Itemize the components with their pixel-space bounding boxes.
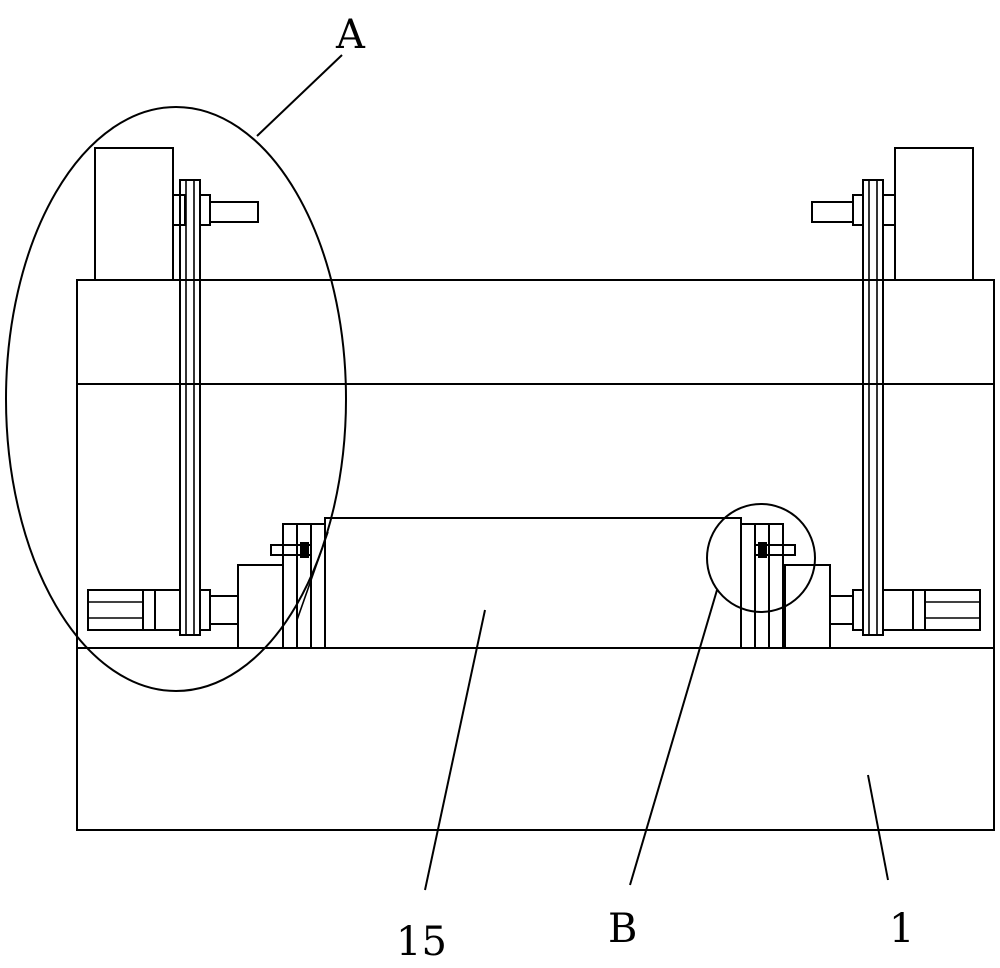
- right-top-collar: [882, 194, 896, 226]
- leader-a: [256, 54, 343, 137]
- left-bolt: [270, 544, 312, 556]
- left-top-collar: [172, 194, 186, 226]
- top-block-right: [894, 147, 974, 281]
- workpiece: [324, 517, 742, 649]
- label-15: 15: [396, 919, 447, 965]
- upper-beam: [76, 279, 995, 385]
- left-coupling-shaft: [209, 595, 239, 625]
- leader-15: [424, 609, 486, 891]
- detail-circle-b: [706, 503, 816, 613]
- right-vertical-rod: [862, 179, 884, 636]
- left-motor: [87, 589, 144, 631]
- top-block-left: [94, 147, 174, 281]
- leader-1: [867, 774, 889, 881]
- left-bolt-nut: [300, 542, 309, 558]
- base-plate: [76, 647, 995, 831]
- right-bearing-block: [784, 564, 831, 649]
- label-a: A: [335, 12, 366, 58]
- label-b: B: [608, 906, 637, 952]
- right-clamp-plate: [740, 523, 756, 649]
- left-clamp-plate: [282, 523, 298, 649]
- detail-circle-a: [5, 106, 347, 692]
- leader-b: [629, 589, 718, 886]
- left-vertical-rod: [179, 179, 201, 636]
- right-top-shaft: [811, 201, 854, 223]
- right-bolt-nut: [758, 542, 767, 558]
- left-top-shaft: [209, 201, 259, 223]
- right-coupling-shaft: [829, 595, 854, 625]
- label-1: 1: [889, 906, 914, 952]
- right-motor: [924, 589, 981, 631]
- left-drive-assembly: [87, 179, 329, 649]
- right-bolt: [754, 544, 796, 556]
- right-drive-assembly: [740, 179, 981, 649]
